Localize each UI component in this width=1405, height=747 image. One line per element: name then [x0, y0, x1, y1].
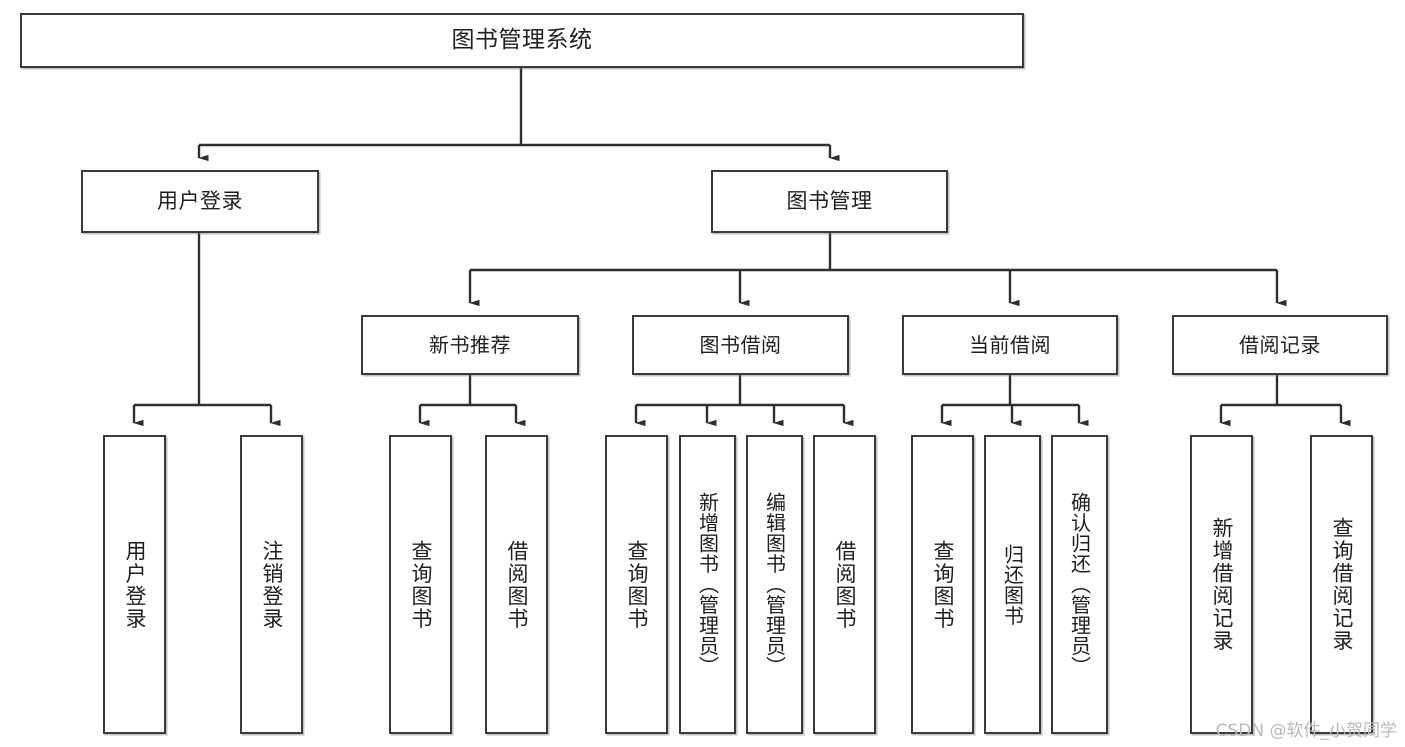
node-leaf-query-book-1[interactable]: 查询图书 — [389, 435, 452, 734]
node-leaf-return-book[interactable]: 归还图书 — [984, 435, 1041, 734]
node-root-system[interactable]: 图书管理系统 — [20, 13, 1024, 68]
node-leaf-user-login[interactable]: 用户登录 — [103, 435, 166, 734]
node-leaf-add-record-label: 新增借阅记录 — [1210, 517, 1234, 652]
node-user-login[interactable]: 用户登录 — [81, 170, 319, 233]
node-book-manage-label: 图书管理 — [786, 188, 873, 213]
node-leaf-query-book-2-label: 查询图书 — [625, 539, 649, 630]
node-current-borrow[interactable]: 当前借阅 — [902, 315, 1118, 375]
node-book-borrow-label: 图书借阅 — [699, 332, 782, 357]
node-book-manage[interactable]: 图书管理 — [711, 170, 948, 233]
node-borrow-record-label: 借阅记录 — [1239, 332, 1321, 357]
node-new-book-recommend-label: 新书推荐 — [429, 332, 511, 357]
node-new-book-recommend[interactable]: 新书推荐 — [361, 315, 579, 375]
node-root-label: 图书管理系统 — [451, 26, 593, 53]
node-borrow-record[interactable]: 借阅记录 — [1172, 315, 1388, 375]
node-leaf-query-book-3[interactable]: 查询图书 — [911, 435, 974, 734]
node-user-login-label: 用户登录 — [157, 188, 243, 213]
node-leaf-query-record-label: 查询借阅记录 — [1330, 517, 1354, 652]
node-leaf-query-record[interactable]: 查询借阅记录 — [1310, 435, 1373, 734]
node-leaf-add-book-label: 新增图书（管理员） — [695, 492, 720, 677]
node-current-borrow-label: 当前借阅 — [969, 332, 1051, 357]
node-book-borrow[interactable]: 图书借阅 — [632, 315, 849, 375]
node-leaf-user-login-label: 用户登录 — [123, 539, 147, 630]
csdn-watermark: CSDN @软件_小贺同学 — [1215, 721, 1397, 741]
node-leaf-query-book-1-label: 查询图书 — [409, 539, 433, 630]
node-leaf-confirm-return-label: 确认归还（管理员） — [1067, 492, 1092, 677]
node-leaf-borrow-book-2-label: 借阅图书 — [833, 539, 857, 630]
node-leaf-borrow-book-1[interactable]: 借阅图书 — [485, 435, 548, 734]
node-leaf-edit-book-label: 编辑图书（管理员） — [762, 492, 787, 677]
node-leaf-edit-book[interactable]: 编辑图书（管理员） — [746, 435, 803, 734]
node-leaf-return-book-label: 归还图书 — [1000, 543, 1025, 626]
node-leaf-query-book-2[interactable]: 查询图书 — [605, 435, 668, 734]
node-leaf-logout-label: 注销登录 — [260, 539, 284, 630]
node-leaf-logout[interactable]: 注销登录 — [240, 435, 303, 734]
node-leaf-query-book-3-label: 查询图书 — [931, 539, 955, 630]
node-leaf-confirm-return[interactable]: 确认归还（管理员） — [1051, 435, 1108, 734]
node-leaf-borrow-book-2[interactable]: 借阅图书 — [813, 435, 876, 734]
node-leaf-add-book[interactable]: 新增图书（管理员） — [679, 435, 736, 734]
node-leaf-add-record[interactable]: 新增借阅记录 — [1190, 435, 1253, 734]
node-leaf-borrow-book-1-label: 借阅图书 — [505, 539, 529, 630]
